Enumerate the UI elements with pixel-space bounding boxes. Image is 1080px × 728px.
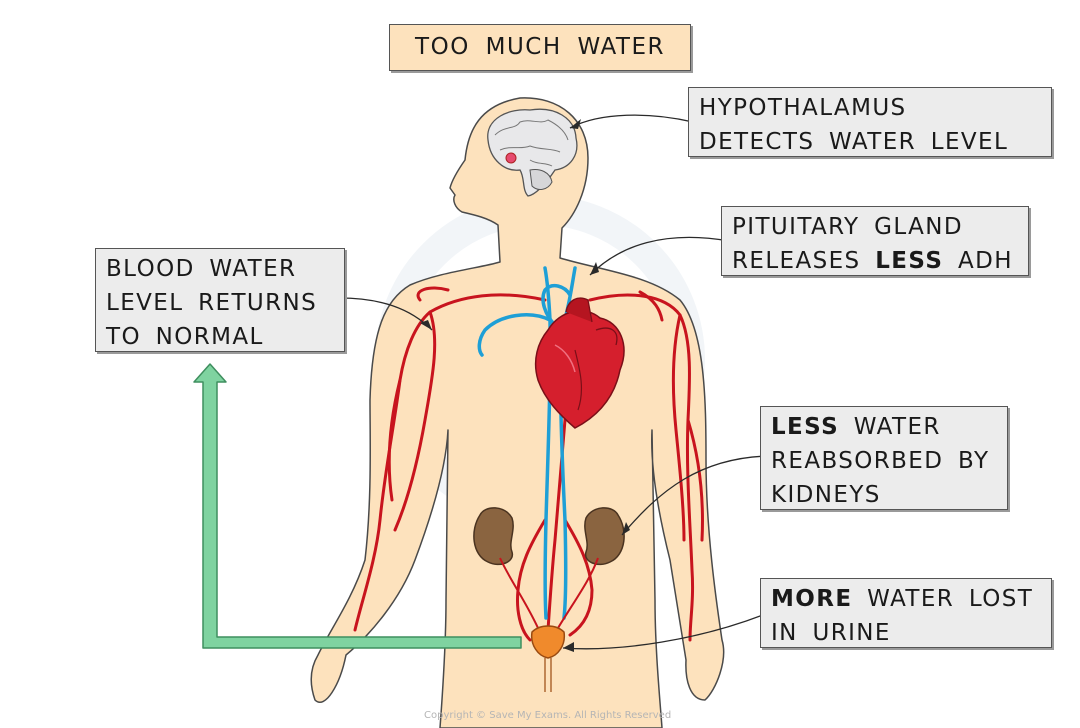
label-kidneys: LESS WATER REABSORBED BY KIDNEYS <box>760 406 1008 510</box>
body-silhouette <box>310 97 725 728</box>
label-line: TO NORMAL <box>106 324 264 350</box>
label-line: LESS WATER <box>771 410 997 444</box>
label-pituitary: PITUITARY GLAND RELEASES LESS ADH <box>721 206 1029 276</box>
label-blood-water: BLOOD WATER LEVEL RETURNS TO NORMAL <box>95 248 345 352</box>
label-emphasis: MORE <box>771 586 853 612</box>
label-text: WATER LOST <box>852 586 1034 612</box>
label-line: BLOOD WATER <box>106 256 297 282</box>
label-text: WATER <box>839 414 941 440</box>
pituitary-dot <box>505 152 517 164</box>
diagram-title: TOO MUCH WATER <box>389 24 691 71</box>
label-hypothalamus: HYPOTHALAMUS DETECTS WATER LEVEL <box>688 87 1052 157</box>
label-line: LEVEL RETURNS <box>106 290 318 316</box>
ureters <box>499 557 599 629</box>
heart-icon <box>534 297 625 429</box>
label-line: DETECTS WATER LEVEL <box>699 129 1009 155</box>
label-text: RELEASES <box>732 248 876 274</box>
bladder-icon <box>530 625 566 692</box>
leader-arrowheads <box>420 119 630 652</box>
label-line: PITUITARY GLAND <box>732 214 964 240</box>
label-line: KIDNEYS <box>771 482 881 508</box>
brain-icon <box>487 108 578 197</box>
label-line: IN URINE <box>771 620 891 646</box>
feedback-arrow-icon <box>193 363 522 649</box>
label-text: ADH <box>943 248 1013 274</box>
label-emphasis: LESS <box>771 414 840 440</box>
copyright-text: Copyright © Save My Exams. All Rights Re… <box>424 710 672 721</box>
label-urine: MORE WATER LOST IN URINE <box>760 578 1052 648</box>
label-line: HYPOTHALAMUS <box>699 95 907 121</box>
label-line: REABSORBED BY <box>771 448 990 474</box>
label-line: RELEASES LESS ADH <box>732 244 1018 278</box>
label-emphasis: LESS <box>875 248 944 274</box>
kidney-icon <box>473 507 625 566</box>
label-line: MORE WATER LOST <box>771 582 1041 616</box>
